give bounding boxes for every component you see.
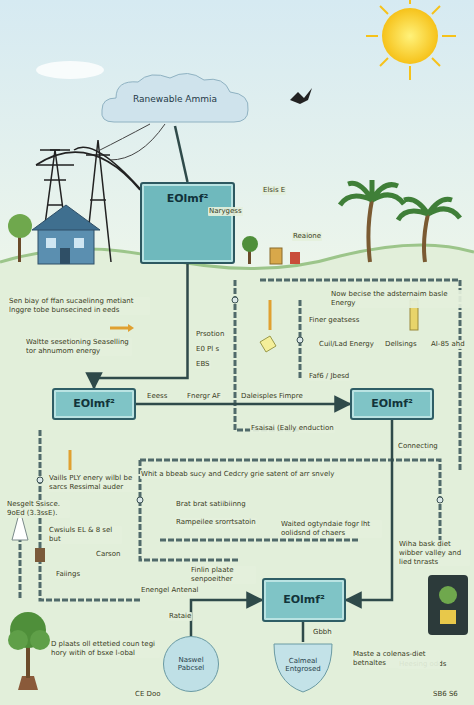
bottom-tree xyxy=(8,612,50,690)
note-label: Enengel Antenal xyxy=(140,586,199,595)
small-cloud xyxy=(36,61,104,79)
note-label: EBS xyxy=(195,360,211,369)
note-label: Sen biay of ffan sucaelinng metiant lngg… xyxy=(8,297,150,315)
note-label: Narygess xyxy=(208,207,243,216)
note-label: D plaats oll ettetied coun tegi hory wit… xyxy=(50,640,160,658)
pipe-connector xyxy=(136,403,350,406)
node-text: EOlmf² xyxy=(283,593,325,606)
factory-box: EOlmf² xyxy=(140,182,235,264)
note-label: Now becise the adsternaim basle Energy xyxy=(330,290,470,308)
pipe-connector xyxy=(346,420,392,600)
note-label: Brat brat satiibiinng xyxy=(175,500,247,509)
note-label: Vaills PLY enery wilbl be sarcs Ressimal… xyxy=(48,474,138,492)
flow-arrows xyxy=(70,300,270,470)
drop-outline-path xyxy=(274,644,332,692)
note-label: Dellsings xyxy=(384,340,418,349)
right-device xyxy=(428,575,468,635)
drop-shape: Calmeal Entgrosed xyxy=(272,642,334,694)
node-text: Ranewable Ammia xyxy=(133,94,217,105)
note-label: Nesgelt Ssisce. 9oEd (3.3ssE). xyxy=(6,500,70,518)
note-label: Carson xyxy=(95,550,121,559)
note-label: Cuil/Lad Energy xyxy=(318,340,375,349)
node-text: EOlmf² xyxy=(371,397,413,410)
house xyxy=(32,205,100,264)
note-label: Waltte sesetioning Seaselling tor ahnumo… xyxy=(25,338,132,356)
note-label: CE Doo xyxy=(134,690,162,699)
note-label: Daleisples Fimpre xyxy=(240,392,304,401)
cloud-outline-path xyxy=(102,73,248,122)
note-label: Eeess xyxy=(146,392,168,401)
note-label: Finer geatsess xyxy=(308,316,360,325)
bottles xyxy=(12,300,418,562)
note-label: Rataie xyxy=(168,612,192,621)
sky xyxy=(0,0,474,290)
bird xyxy=(290,88,312,104)
note-label: Prsotion xyxy=(195,330,225,339)
cloud-shape: Ranewable Ammia xyxy=(100,72,250,126)
note-label: Cwsiuls EL & 8 sel but xyxy=(48,526,122,544)
node-text: EOlmf² xyxy=(73,397,115,410)
ground xyxy=(0,245,474,705)
note-label: Whit a bbeab sucy and Cedcry grie satent… xyxy=(140,470,335,479)
note-label: Finlin plaate senpoeither xyxy=(190,566,256,584)
note-label: Faf6 / Jbesd xyxy=(308,372,350,381)
note-label: AI-85 ahd xyxy=(430,340,466,349)
pipe-connector xyxy=(302,622,305,642)
note-label: Rampeilee srorrtsatoin xyxy=(175,518,257,527)
palm-trees xyxy=(340,180,460,262)
note-label: Connecting xyxy=(397,442,439,451)
pipe-valves xyxy=(37,297,443,503)
cloud-wires xyxy=(100,124,165,160)
pipe-connector xyxy=(175,126,188,182)
tank-circle: Naswel Pabcsel xyxy=(163,636,219,692)
note-label: Fsaisai (Eally enduction xyxy=(250,424,335,433)
process-box: EOlmf² xyxy=(350,388,434,420)
note-label: SB6 S6 xyxy=(432,690,459,699)
note-label: Maste a colenas-diet betnaltes xyxy=(352,650,440,668)
note-label: Waited ogtyndaie fogr lht oolidsnd of ch… xyxy=(280,520,382,538)
note-label: Elsis E xyxy=(262,186,286,195)
note-label: E0 Pl s xyxy=(195,345,220,354)
note-label: Reaione xyxy=(292,232,322,241)
note-label: Faiings xyxy=(55,570,81,579)
note-label: Gbbh xyxy=(312,628,333,637)
sun xyxy=(366,0,456,80)
process-box: EOlmf² xyxy=(52,388,136,420)
node-text: Calmeal Entgrosed xyxy=(278,657,328,674)
node-text: EOlmf² xyxy=(167,192,209,205)
node-text: Naswel Pabcsel xyxy=(170,656,212,673)
pipe-network xyxy=(20,280,460,600)
pipe-connector xyxy=(94,264,188,388)
note-label: Wiha bask diet wibber valley and lied tn… xyxy=(398,540,470,566)
process-box: EOlmf² xyxy=(262,578,346,622)
note-label: Fnergr AF xyxy=(186,392,222,401)
pipe-connector xyxy=(191,600,262,636)
